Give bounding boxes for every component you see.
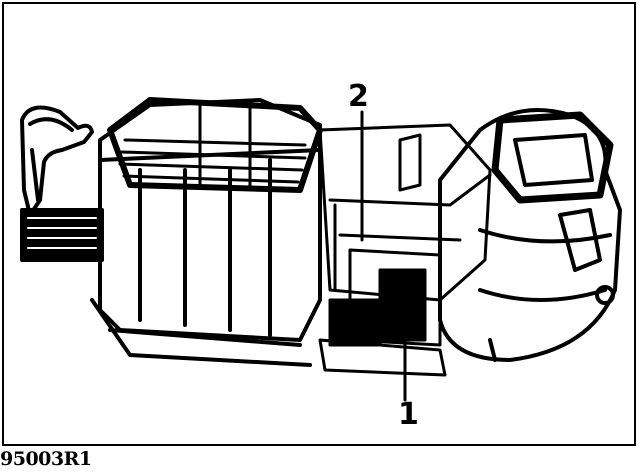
figure-reference-code: 95003R1 (0, 448, 92, 470)
left-duct (20, 105, 104, 262)
callout-label-1: 1 (398, 397, 419, 432)
leader-lines (360, 110, 407, 402)
figure-frame (2, 2, 636, 446)
callout-label-2: 2 (348, 79, 369, 114)
right-blower-housing (438, 108, 622, 362)
actuator-block (318, 248, 447, 377)
